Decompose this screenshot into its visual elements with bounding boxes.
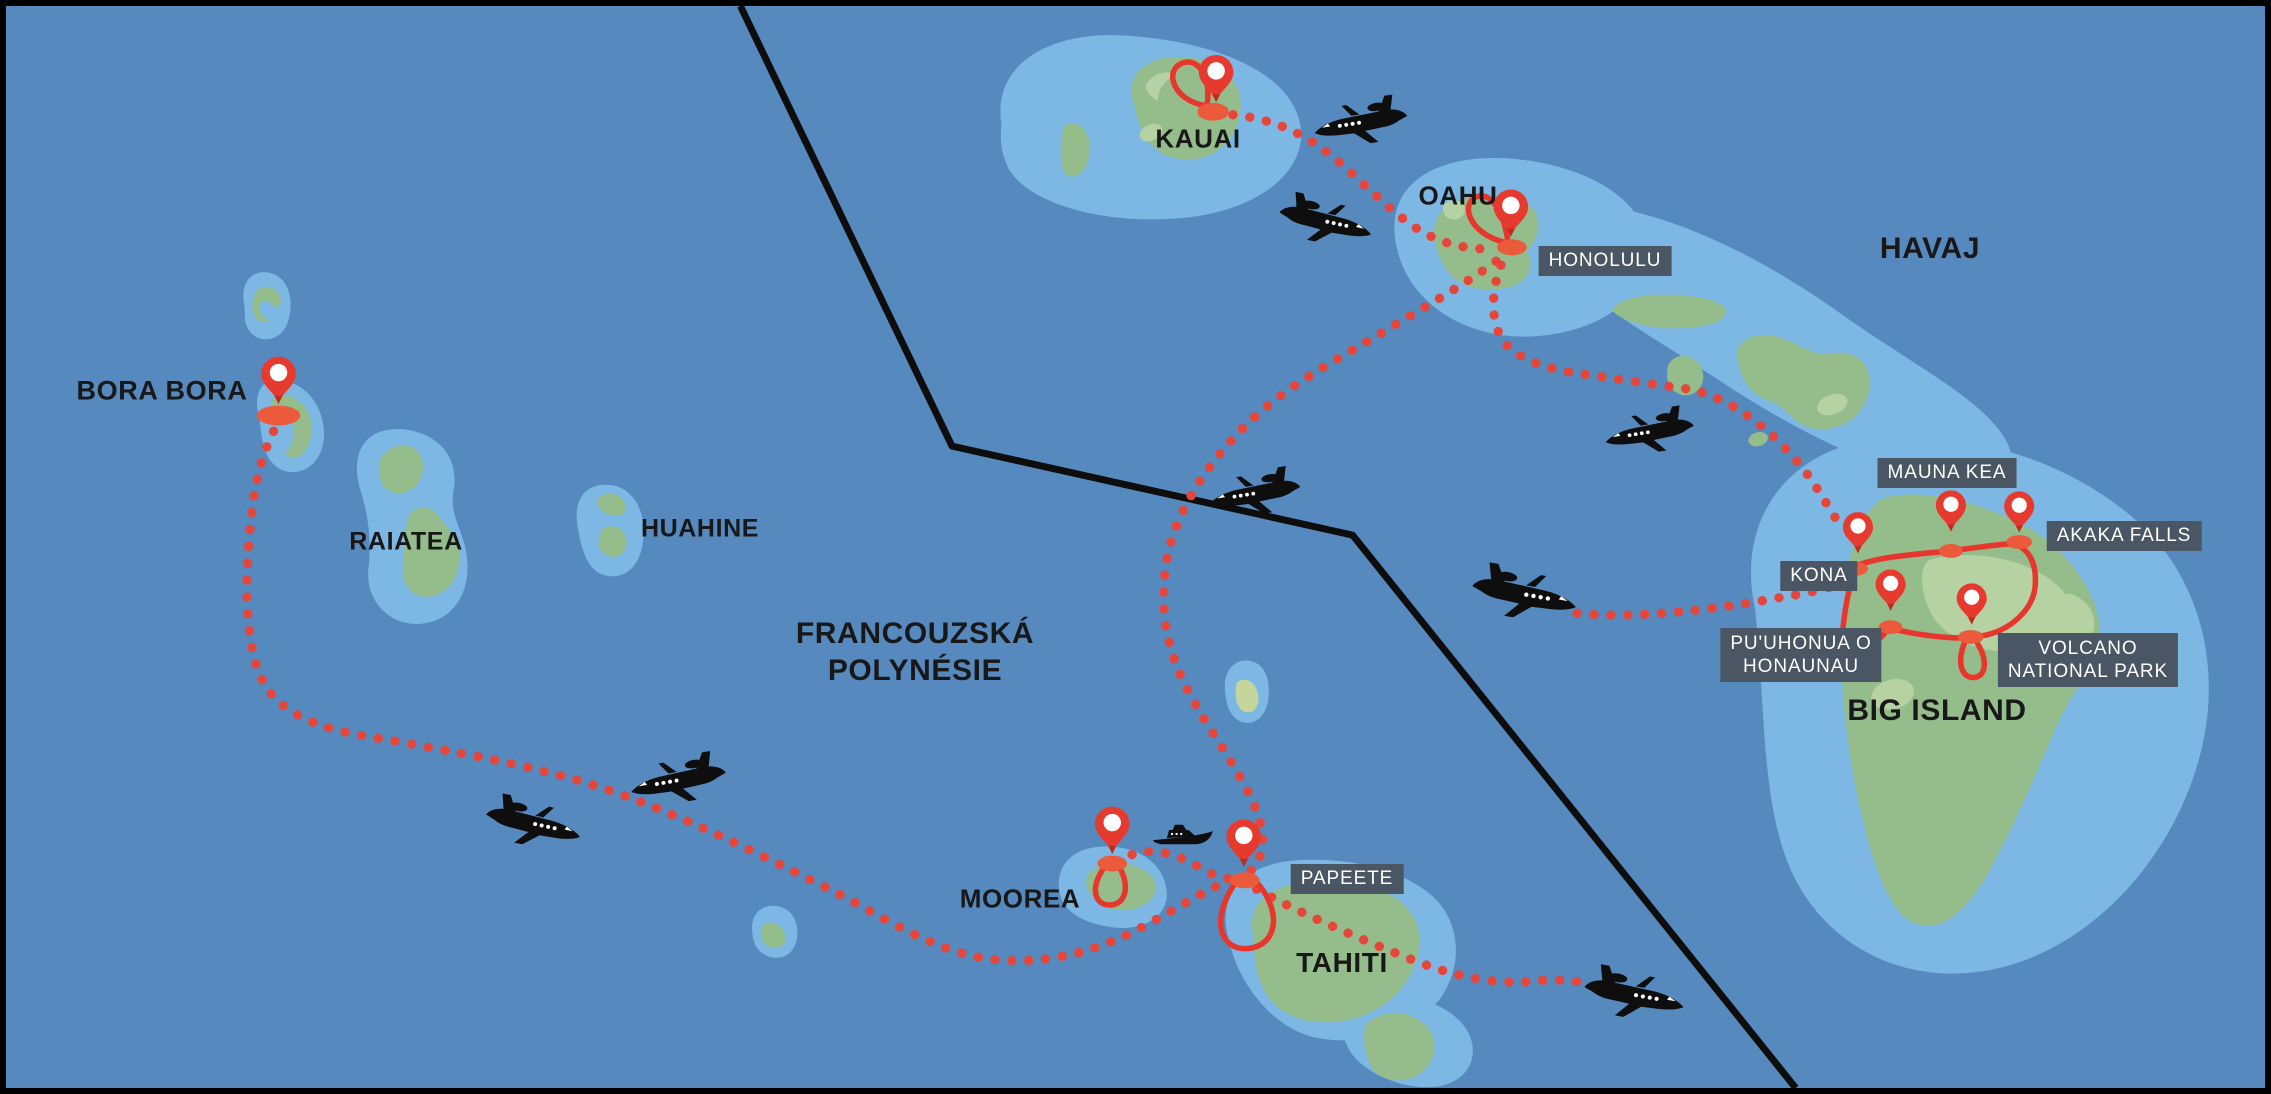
node-honolulu — [1496, 239, 1527, 256]
node-puuhonua — [1878, 620, 1903, 635]
huahine-island-south — [598, 526, 627, 557]
dateline-boundary — [737, 6, 1799, 1088]
papeete-loop — [1218, 878, 1277, 952]
mid-ocean-islet — [1235, 679, 1259, 713]
stop-nodes — [256, 102, 2033, 889]
airplane-icon — [1468, 560, 1581, 628]
airplane-icon — [481, 790, 586, 856]
region-label-hawaii: HAVAJ — [1879, 232, 1981, 265]
huahine-island-north — [597, 493, 626, 517]
node-mauna-kea — [1939, 544, 1963, 558]
airplane-icon — [1601, 403, 1697, 460]
badge-akaka-falls: AKAKA FALLS — [2046, 521, 2202, 551]
airplane-icon — [1275, 189, 1377, 253]
badge-papeete: PAPEETE — [1290, 864, 1404, 894]
lanai-island — [1667, 355, 1704, 396]
node-volcano — [1957, 630, 1984, 644]
yacht-icon — [1153, 824, 1213, 845]
badge-kona: KONA — [1780, 561, 1858, 591]
volcano-loop — [1957, 639, 1987, 681]
island-label-huahine: HUAHINE — [640, 514, 760, 543]
niihau-island — [1061, 123, 1090, 177]
bora-bora-halo — [256, 379, 325, 473]
node-akaka-falls — [2006, 535, 2033, 549]
island-label-kauai: KAUAI — [1155, 123, 1241, 154]
moorea-loop — [1092, 863, 1129, 908]
node-papeete — [1229, 872, 1260, 889]
region-label-french-polynesia-line2: POLYNÉSIE — [827, 654, 1003, 687]
badge-puuhonua-line1: PU'UHONUA O — [1730, 633, 1872, 654]
route-honolulu-papeete — [1159, 256, 1501, 881]
badge-puuhonua: PU'UHONUA O HONAUNAU — [1720, 628, 1882, 682]
badge-volcano: VOLCANO NATIONAL PARK — [1997, 633, 2179, 687]
small-islet-south — [761, 923, 786, 949]
island-label-moorea: MOOREA — [959, 883, 1081, 914]
airplane-icon — [1580, 962, 1689, 1027]
node-kauai — [1197, 102, 1229, 121]
island-label-big-island: BIG ISLAND — [1847, 694, 2027, 727]
north-atoll-ring — [252, 286, 281, 323]
island-label-tahiti: TAHITI — [1296, 947, 1388, 978]
tahiti-iti-island — [1364, 1013, 1435, 1081]
route-kauai-honolulu — [1228, 110, 1500, 254]
badge-honolulu: HONOLULU — [1538, 246, 1672, 276]
node-moorea — [1097, 855, 1128, 872]
bora-bora-north-islet-halo — [243, 272, 291, 340]
route-moorea-papeete — [1127, 846, 1238, 884]
kahoolawe-island — [1748, 432, 1768, 447]
node-bora-bora — [256, 405, 301, 426]
island-label-oahu: OAHU — [1418, 180, 1498, 211]
raiatea-island — [403, 507, 460, 597]
island-label-raiatea: RAIATEA — [349, 527, 463, 556]
badge-volcano-line2: NATIONAL PARK — [2007, 661, 2169, 682]
region-label-french-polynesia-line1: FRANCOUZSKÁ — [795, 617, 1035, 650]
airplane-icon — [1310, 92, 1411, 152]
badge-puuhonua-line2: HONAUNAU — [1743, 656, 1859, 677]
region-label-french-polynesia: FRANCOUZSKÁ POLYNÉSIE — [796, 615, 1034, 689]
dotted-routes — [242, 110, 1847, 988]
badge-volcano-line1: VOLCANO — [2038, 638, 2138, 659]
tahiti-island — [1251, 880, 1420, 1023]
pin-papeete-icon — [1226, 819, 1262, 867]
route-papeete-kona — [1572, 578, 1845, 620]
route-papeete-departure — [1252, 884, 1593, 988]
bora-bora-islet — [285, 449, 296, 457]
moorea-island — [1086, 862, 1156, 911]
tahaa-island — [378, 445, 424, 494]
island-label-bora-bora: BORA BORA — [76, 375, 248, 406]
molokai-island — [1613, 294, 1727, 329]
badge-mauna-kea: MAUNA KEA — [1877, 458, 2017, 488]
route-honolulu-kona — [1488, 260, 1847, 535]
map-canvas — [242, 6, 2209, 1088]
